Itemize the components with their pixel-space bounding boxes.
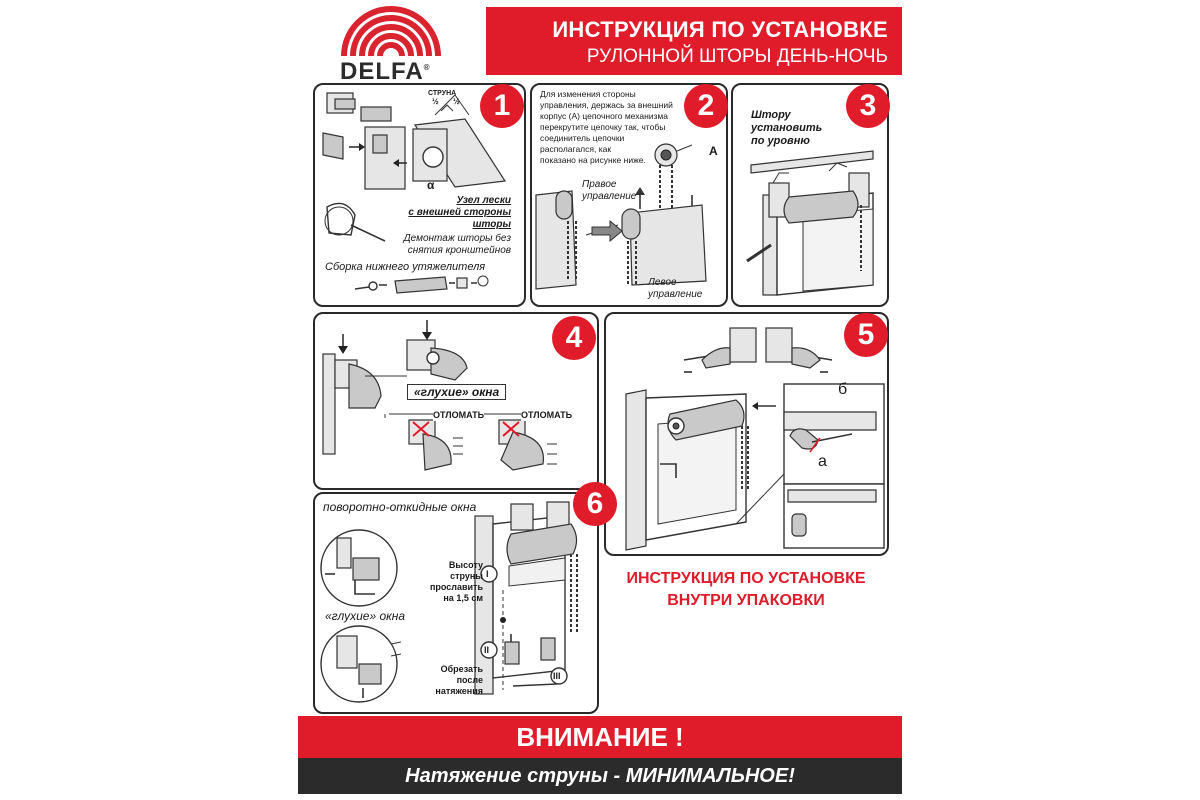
step-6-cut-note: Обрезать после натяжения (435, 664, 483, 696)
panel-step-5: 5 б а (604, 312, 889, 556)
step-5-illustration (625, 327, 885, 551)
panel-step-3: 3 Штору установить по уровню (731, 83, 890, 307)
header-subtitle: РУЛОННОЙ ШТОРЫ ДЕНЬ-НОЧЬ (586, 46, 888, 67)
step-2-instructions: Для изменения стороны управления, держас… (540, 89, 673, 165)
panel-step-1: 1 СТРУНА ½ ½ α Узел лески с внешней стор… (313, 83, 526, 307)
footer-banner: Натяжение струны - МИНИМАЛЬНОЕ! (298, 758, 902, 794)
step-6-marker-2: II (484, 645, 490, 655)
step-4-blind-windows: «глухие» окна (407, 384, 507, 400)
step-6-loosen-note: Высоту струны прославить на 1,5 см (429, 560, 483, 603)
step-3-badge: 3 (846, 84, 890, 128)
step-2-right-control: Правое управление (582, 179, 637, 202)
panel-step-4: 4 «глухие» окна ОТЛОМАТЬ ОТЛОМАТЬ (313, 312, 599, 490)
step-1-struna-label: СТРУНА (428, 90, 457, 97)
footer-text: Натяжение струны - МИНИМАЛЬНОЕ! (405, 765, 795, 787)
panel-step-6: 6 поворотно-откидные окна «глухие» окна … (313, 482, 617, 714)
step-6-illustration (320, 501, 578, 703)
step-1-half-right: ½ (453, 97, 460, 106)
warning-title: ВНИМАНИЕ ! (516, 722, 684, 752)
step-4-badge: 4 (552, 316, 596, 360)
header-banner: ИНСТРУКЦИЯ ПО УСТАНОВКЕ РУЛОННОЙ ШТОРЫ Д… (486, 7, 902, 75)
warning-banner: ВНИМАНИЕ ! (298, 716, 902, 758)
step-1-dismount-note: Демонтаж шторы без снятия кронштейнов (403, 233, 511, 256)
step-1-half-left: ½ (432, 97, 439, 106)
step-2-label-a: A (709, 144, 718, 158)
step-6-marker-3: III (553, 671, 561, 681)
step-5-label-a: а (818, 453, 827, 470)
step-5-badge: 5 (844, 313, 888, 357)
step-4-break-left: ОТЛОМАТЬ (433, 409, 485, 421)
step-6-badge: 6 (573, 482, 617, 526)
inside-package-note: ИНСТРУКЦИЯ ПО УСТАНОВКЕ ВНУТРИ УПАКОВКИ (604, 568, 888, 612)
step-5-label-b: б (838, 381, 848, 398)
step-6-marker-1: I (486, 569, 489, 579)
panel-step-2: 2 Для изменения стороны управления, держ… (530, 83, 728, 307)
step-1-badge: 1 (480, 84, 524, 128)
step-6-tilt-windows: поворотно-откидные окна (323, 500, 477, 514)
step-1-assembly-note: Сборка нижнего утяжелителя (325, 261, 486, 273)
inside-note-line1: ИНСТРУКЦИЯ ПО УСТАНОВКЕ (626, 570, 866, 587)
logo: DELFA® (336, 6, 446, 85)
inside-note-line2: ВНУТРИ УПАКОВКИ (667, 592, 825, 609)
step-2-left-control: Левое управление (648, 277, 703, 300)
step-4-break-right: ОТЛОМАТЬ (521, 409, 573, 421)
step-3-level-note: Штору установить по уровню (751, 109, 823, 147)
step-4-illustration (322, 320, 557, 471)
step-6-blind-windows: «глухие» окна (325, 609, 406, 623)
logo-arches-icon (341, 6, 441, 57)
header-title: ИНСТРУКЦИЯ ПО УСТАНОВКЕ (552, 17, 888, 42)
step-2-illustration (535, 143, 707, 290)
step-1-knot-note: Узел лески с внешней стороны шторы (408, 195, 511, 230)
step-1-alpha-label: α (427, 178, 435, 192)
brand-name: DELFA (340, 58, 424, 85)
step-1-illustration (322, 92, 507, 294)
step-2-badge: 2 (684, 84, 728, 128)
step-3-illustration (746, 150, 874, 296)
brand-registered: ® (423, 63, 431, 72)
